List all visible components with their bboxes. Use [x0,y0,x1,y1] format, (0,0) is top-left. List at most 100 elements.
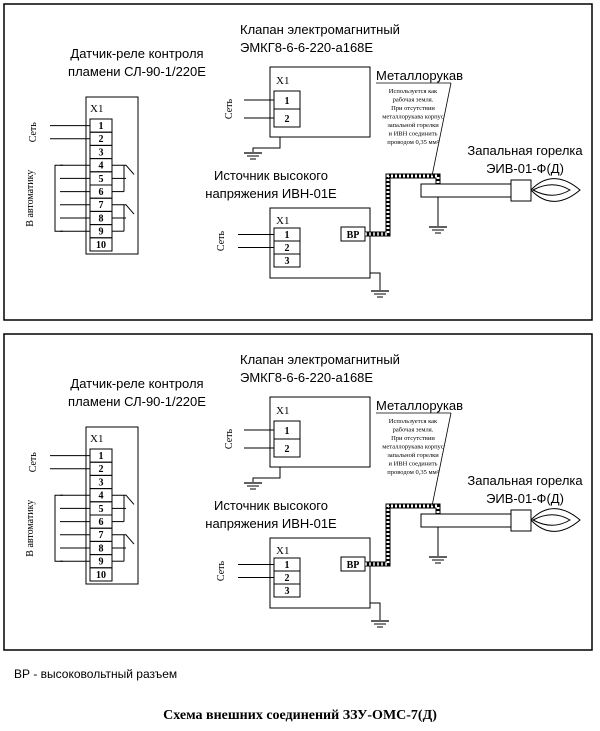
valve-pin-label: 2 [285,444,290,455]
valve-net-label: Сеть [224,98,235,119]
hv-ground-wire [370,272,381,290]
hv-pin-label: 2 [285,573,290,584]
relay-pin-label: 1 [99,121,104,132]
metal-hose-note-line: запальной горелки [387,452,439,459]
burner-title-line1: Запальная горелка [467,473,583,488]
burner-flame-inner [531,514,571,526]
hv-pin-label: 1 [285,230,290,241]
hv-pin-label: 2 [285,243,290,254]
valve-pin-label: 1 [285,426,290,437]
hv-pin-label: 3 [285,256,290,267]
valve-connector-label: X1 [276,75,289,87]
valve-title-line2: ЭМКГ8-6-6-220-а168Е [240,40,373,55]
relay-pin-label: 6 [99,517,104,528]
relay-pin-label: 8 [99,213,104,224]
hv-pin-label: 3 [285,586,290,597]
hv-title-line2: напряжения ИВН-01Е [205,186,337,201]
relay-auto-label: В автоматику [25,170,36,227]
relay-contact-a [112,164,135,175]
hv-title-line1: Источник высокого [214,498,328,513]
metal-hose-outer [365,173,441,237]
metal-hose-note-line: металлорукава корпус [382,114,444,121]
relay-block [85,96,139,255]
burner-title-line2: ЭИВ-01-Ф(Д) [486,491,564,506]
hv-connector-label: X1 [276,215,289,227]
metal-hose-note-line: металлорукава корпус [382,444,444,451]
relay-net-label: Сеть [28,452,39,473]
relay-pin-label: 8 [99,543,104,554]
burner-title-line1: Запальная горелка [467,143,583,158]
hv-port-label: ВР [347,230,360,241]
relay-auto-label: В автоматику [25,500,36,557]
metal-hose-note-line: рабочая земля. [393,427,434,434]
metal-hose-outer [365,503,441,567]
valve-block [269,396,371,468]
valve-block [269,66,371,138]
metal-hose-note-line: и ИВН соединить [388,131,437,138]
relay-net-label: Сеть [28,122,39,143]
valve-pin-label: 2 [285,114,290,125]
hv-pin-box [273,253,301,268]
relay-pin-label: 3 [99,147,104,158]
hv-connector-label: X1 [276,545,289,557]
diagram-caption: Схема внешних соединений ЗЗУ-ОМС-7(Д) [163,708,437,723]
hv-title-line1: Источник высокого [214,168,328,183]
hv-block [269,537,371,609]
burner-nozzle [510,179,532,202]
hv-pin-label: 1 [285,560,290,571]
relay-pin-box [89,567,113,582]
valve-ground-wire [252,467,281,482]
hv-pin-box [273,583,301,598]
burner-flame-outer [530,508,581,532]
burner-nozzle [510,509,532,532]
metal-hose-leader [431,82,452,177]
metal-hose-note-line: проводом 0,35 мм² [387,139,438,146]
relay-pin-label: 3 [99,477,104,488]
hv-net-label: Сеть [216,230,227,251]
valve-title-line1: Клапан электромагнитный [240,22,400,37]
metal-hose-note-line: При отсутствии [391,435,435,442]
metal-hose-note-line: проводом 0,35 мм² [387,469,438,476]
metal-hose-inner [365,504,440,566]
hv-port-label: ВР [347,560,360,571]
metal-hose-note-line: Используется как [389,418,438,425]
metal-hose-title: Металлорукав [376,68,463,83]
relay-auto-bracket [54,494,63,562]
valve-connector-label: X1 [276,405,289,417]
hv-net-label: Сеть [216,560,227,581]
relay-title-line1: Датчик-реле контроля [70,46,203,61]
hv-block [269,207,371,279]
metal-hose-note-line: При отсутствии [391,105,435,112]
metal-hose-note-line: Используется как [389,88,438,95]
relay-pin-label: 4 [99,491,104,502]
panel-frame [3,3,593,321]
burner-tube [420,513,512,528]
metal-hose-inner [365,174,440,236]
relay-pin-label: 5 [99,504,104,515]
valve-ground-wire [252,137,281,152]
relay-connector-label: X1 [90,103,103,115]
burner-flame-inner [531,184,571,196]
relay-pin-label: 5 [99,174,104,185]
relay-pin-label: 7 [99,530,104,541]
panel-frame [3,333,593,651]
relay-connector-label: X1 [90,433,103,445]
relay-title-line1: Датчик-реле контроля [70,376,203,391]
relay-contact-a [112,494,135,505]
relay-pin-label: 2 [99,464,104,475]
relay-pin-label: 4 [99,161,104,172]
relay-pin-label: 9 [99,557,104,568]
relay-auto-bracket [54,164,63,232]
valve-title-line1: Клапан электромагнитный [240,352,400,367]
metal-hose-note-line: и ИВН соединить [388,461,437,468]
valve-pin-label: 1 [285,96,290,107]
relay-pin-label: 7 [99,200,104,211]
relay-pin-label: 10 [96,240,106,251]
metal-hose-title: Металлорукав [376,398,463,413]
burner-flame-outer [530,178,581,202]
relay-pin-label: 10 [96,570,106,581]
relay-block [85,426,139,585]
valve-title-line2: ЭМКГ8-6-6-220-а168Е [240,370,373,385]
